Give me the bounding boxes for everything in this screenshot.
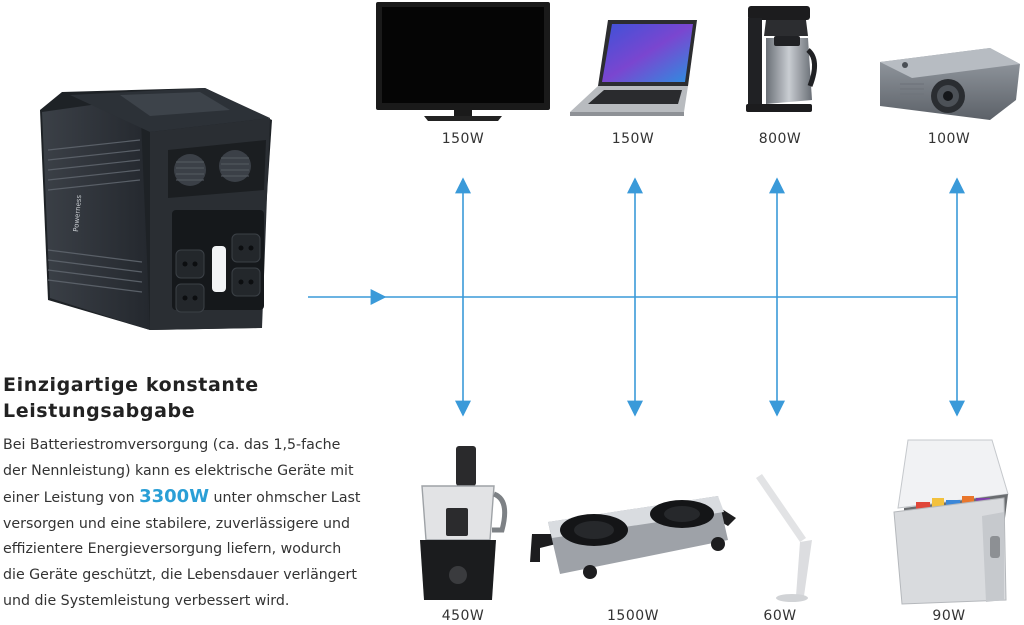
coffee-maker-image [746, 6, 817, 112]
cooler-box-image [893, 439, 1009, 605]
description-line-5: effizientere Energieversorgung liefern, … [3, 541, 342, 558]
tv-image [376, 2, 550, 121]
description-text: Bei Batteriestromversorgung (ca. das 1,5… [3, 433, 393, 614]
hot-plate-image [530, 496, 736, 579]
description-line-1: Bei Batteriestromversorgung (ca. das 1,5… [3, 437, 341, 453]
description-line-3-end: unter ohmscher Last [209, 490, 361, 507]
watt-label-projector: 100W [927, 131, 971, 147]
heading-line-2: Leistungsabgabe [3, 400, 196, 422]
watt-label-tv: 150W [441, 131, 485, 147]
description-line-7: und die Systemleistung verbessert wird. [3, 592, 290, 609]
highlight-power-value: 3300W [139, 486, 210, 508]
watt-label-hot-plate: 1500W [607, 608, 659, 624]
heading-line-1: Einzigartige konstante [3, 374, 259, 396]
desk-lamp-image [756, 474, 812, 602]
watt-label-food-processor: 450W [441, 608, 485, 624]
food-processor-image [420, 446, 508, 600]
brand-logo: Powerness [72, 194, 83, 232]
laptop-image [570, 20, 697, 116]
description-line-3: einer Leistung von 3300W unter ohmscher … [3, 484, 393, 512]
connection-lines [308, 177, 965, 417]
watt-label-coffee-maker: 800W [758, 131, 802, 147]
watt-label-desk-lamp: 60W [763, 608, 797, 624]
watt-label-cooler-box: 90W [932, 608, 966, 624]
description-line-2: der Nennleistung) kann es elektrische Ge… [3, 462, 354, 479]
description-line-3-start: einer Leistung von [3, 490, 140, 507]
watt-label-laptop: 150W [611, 131, 655, 147]
power-station-image: Powerness [40, 88, 272, 330]
description-line-6: die Geräte geschützt, die Lebensdauer ve… [3, 566, 357, 583]
projector-image [880, 48, 1020, 120]
section-heading: Einzigartige konstante Leistungsabgabe [3, 372, 303, 424]
description-line-4: versorgen und eine stabilere, zuverlässi… [3, 515, 351, 532]
